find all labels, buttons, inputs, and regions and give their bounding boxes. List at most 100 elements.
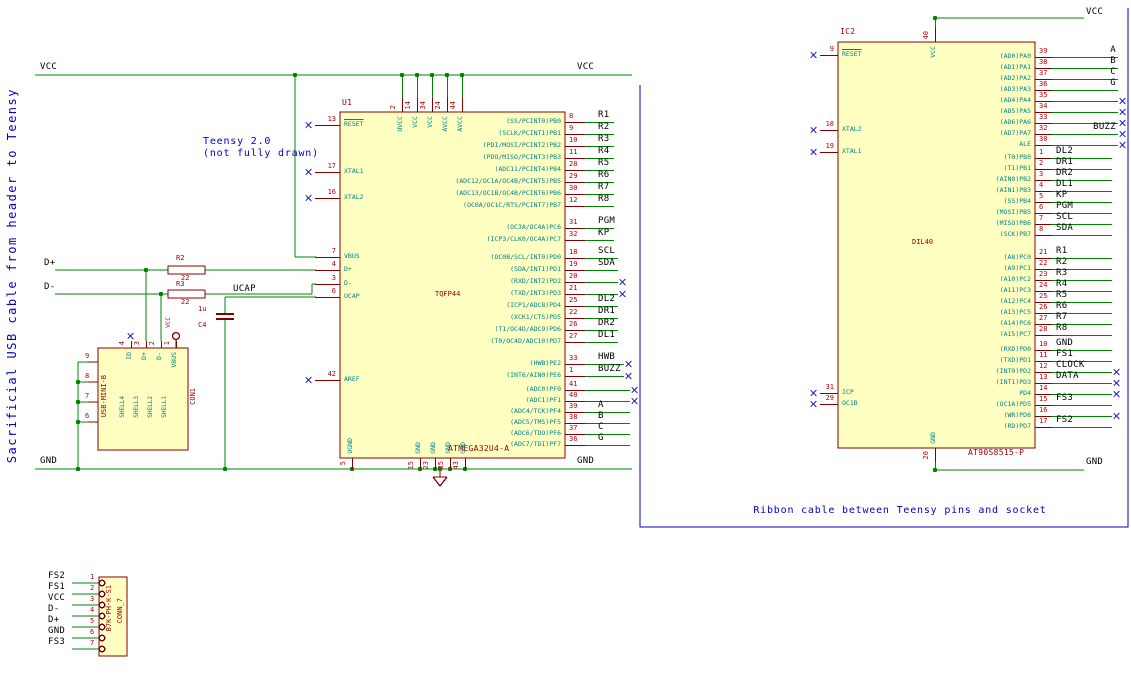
net-label-ucap: UCAP <box>233 284 256 294</box>
pin-stub <box>315 297 340 299</box>
pin-stub <box>935 28 937 42</box>
pin-number: 24 <box>434 100 442 109</box>
ic2-body <box>837 41 1036 449</box>
wire <box>585 306 618 308</box>
pin-name: GND <box>459 442 467 454</box>
wire <box>1052 169 1112 171</box>
wire <box>1052 383 1112 385</box>
wire <box>417 75 419 98</box>
pin-stub <box>1035 383 1052 385</box>
pin-stub <box>1035 90 1052 92</box>
pin-name: ALE <box>1019 140 1031 148</box>
conn7-net-label: VCC <box>48 593 66 603</box>
pin-stub <box>1035 269 1052 271</box>
pin-name: (SCLK/PCINT1)PB1 <box>498 129 561 137</box>
net-label: R2 <box>598 122 610 132</box>
pin-stub <box>935 448 937 462</box>
pin-stub <box>146 341 148 348</box>
net-label: HWB <box>598 352 616 362</box>
net-label: BUZZ <box>1093 122 1116 132</box>
pin-name: (A9)PC1 <box>1003 264 1031 272</box>
pin-stub <box>315 380 340 382</box>
pin-name: (HWB)PE2 <box>529 359 561 367</box>
pin-number: 12 <box>1039 362 1048 370</box>
pin-name: AVCC <box>456 116 464 132</box>
pin-number: 37 <box>1039 69 1048 77</box>
net-label: DL1 <box>1056 179 1074 189</box>
net-label: G <box>1110 78 1116 88</box>
wire <box>585 376 624 378</box>
pin-name: D- <box>155 352 163 360</box>
pin-stub <box>565 134 585 136</box>
resistor-r2-body <box>167 265 206 275</box>
pin-number: 43 <box>452 461 460 470</box>
pin-stub <box>176 341 178 348</box>
wire <box>585 122 614 124</box>
net-label: KP <box>598 228 610 238</box>
no-connect-icon <box>619 278 627 286</box>
pin-stub <box>565 412 585 414</box>
pin-name: D+ <box>140 352 148 360</box>
pin-stub <box>1035 280 1052 282</box>
pin-stub <box>1035 158 1052 160</box>
wire <box>462 75 464 98</box>
pin-name: (ADC12/OC1A/OC4B/PCINT5)PB5 <box>455 177 561 185</box>
r2-reference: R2 <box>176 254 185 262</box>
wire <box>585 390 630 392</box>
net-label: PGM <box>598 216 616 226</box>
pin-stub <box>1035 291 1052 293</box>
pin-number: 33 <box>569 354 578 362</box>
wire <box>1052 324 1112 326</box>
pin-name: AREF <box>344 375 360 383</box>
pin-stub <box>565 170 585 172</box>
pin-stub <box>315 172 340 174</box>
pin-number: 16 <box>1039 406 1048 414</box>
r3-value: 22 <box>181 298 190 306</box>
pin-number: 18 <box>569 248 578 256</box>
pin-number: 36 <box>569 435 578 443</box>
pin-number: 23 <box>1039 270 1048 278</box>
u1-reference: U1 <box>342 98 353 107</box>
pin-name: (A13)PC5 <box>999 308 1031 316</box>
pin-stub <box>565 423 585 425</box>
pin-stub <box>1035 335 1052 337</box>
wire <box>585 158 614 160</box>
pin-name: (ICP1/ADC8)PD4 <box>506 301 561 309</box>
pin-stub <box>565 146 585 148</box>
pin-number: 39 <box>1039 47 1048 55</box>
no-connect-icon <box>1113 379 1121 387</box>
conn7-field-value: B7K-PH-K-S1 <box>105 585 113 632</box>
pin-stub <box>1035 134 1052 136</box>
no-connect-icon <box>1119 97 1127 105</box>
wire <box>1052 350 1112 352</box>
pin-name: (XCK1/CTS)PD5 <box>510 313 561 321</box>
pin-stub <box>1035 324 1052 326</box>
pin-name: (A10)PC2 <box>999 275 1031 283</box>
wire <box>1052 372 1112 374</box>
conn7-net-label: GND <box>48 626 66 636</box>
pin-number: 36 <box>1039 80 1048 88</box>
pin-name: (A15)PC7 <box>999 330 1031 338</box>
wire <box>585 445 630 447</box>
wire <box>585 228 614 230</box>
pin-number: 35 <box>1039 91 1048 99</box>
pin-name: (RXD)PD0 <box>999 345 1031 353</box>
usb-connector-body <box>97 347 189 451</box>
r2-value: 22 <box>181 274 190 282</box>
pin-number: 2 <box>148 340 156 345</box>
pin-number: 24 <box>1039 281 1048 289</box>
pin-name: GND <box>429 442 437 454</box>
pin-number: 18 <box>825 120 834 128</box>
net-label: R5 <box>1056 290 1068 300</box>
pin-number: 31 <box>825 383 834 391</box>
pin-name: (ADC11/PCINT4)PB4 <box>494 165 561 173</box>
note-teensy-line1: Teensy 2.0 <box>203 136 272 147</box>
pin-stub <box>820 152 838 154</box>
wire <box>935 462 937 470</box>
pin-number: 3 <box>331 274 336 282</box>
pin-number: 27 <box>1039 314 1048 322</box>
pin-stub <box>565 364 585 366</box>
net-label: C <box>598 422 604 432</box>
wire <box>585 194 614 196</box>
net-label: SCL <box>1056 212 1074 222</box>
